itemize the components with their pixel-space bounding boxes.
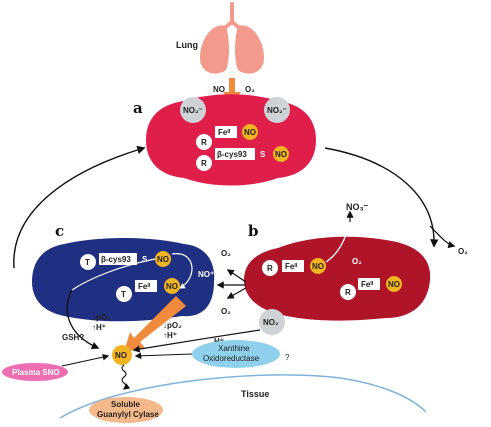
o2-upper-label: O₂ bbox=[221, 249, 231, 258]
nitrite-to-no-arrow bbox=[132, 329, 261, 353]
r-circle-b2 bbox=[340, 284, 356, 300]
lung-icon bbox=[200, 2, 264, 74]
fe-box-c bbox=[135, 280, 157, 292]
no-c2-label: NO bbox=[166, 282, 178, 291]
r-a1-label: R bbox=[201, 138, 207, 147]
po2-left-label: ↓pO₂ bbox=[92, 313, 111, 322]
fe-c-label: Feᴵᴵ bbox=[138, 282, 151, 291]
no-plus-loop-arrow bbox=[171, 253, 193, 289]
no-input-label: NO bbox=[213, 85, 225, 94]
xanthine-ellipse bbox=[192, 340, 280, 368]
no-plus-label: NO⁺ bbox=[198, 270, 214, 279]
gsh-label: GSH? bbox=[62, 333, 84, 342]
panel-c-label: c bbox=[55, 222, 64, 240]
r-b1-label: R bbox=[267, 264, 273, 273]
no-circle-b2 bbox=[386, 276, 402, 292]
cys-c-label: β-cys93 bbox=[101, 255, 131, 264]
fe-b2-label: Feᴵᴵ bbox=[361, 280, 374, 289]
no-c1-label: NO bbox=[157, 255, 169, 264]
nitrite-circle-b bbox=[259, 309, 285, 335]
fe-box-a bbox=[215, 126, 237, 138]
o2-lower-label: O₂ bbox=[221, 307, 231, 316]
xanthine-arrow bbox=[134, 352, 193, 360]
fe-b1-label: Feᴵᴵ bbox=[285, 262, 298, 271]
rbc-cell-a bbox=[146, 94, 316, 186]
h-left-label: ↑H⁺ bbox=[92, 323, 106, 332]
o2-b-label: O₂ bbox=[352, 257, 362, 266]
nitrite-left-label: NO₂⁻ bbox=[183, 106, 203, 115]
tissue-label: Tissue bbox=[241, 389, 269, 399]
no-circle-a2 bbox=[273, 146, 289, 162]
guanylyl-label-1: Soluble bbox=[111, 400, 140, 409]
r-circle-a2 bbox=[196, 155, 212, 171]
t-c2-label: T bbox=[121, 290, 126, 299]
t-circle-c1 bbox=[80, 254, 96, 270]
guanylyl-ellipse bbox=[89, 397, 163, 423]
cycle-arrow-a-to-b bbox=[324, 147, 439, 248]
nitrite-circle-left bbox=[180, 97, 206, 123]
cycle-arrow-c-to-a bbox=[13, 145, 146, 269]
cys-box-a bbox=[215, 148, 255, 160]
rbc-cell-c bbox=[32, 238, 215, 322]
lung-label: Lung bbox=[176, 40, 198, 50]
r-b2-label: R bbox=[345, 288, 351, 297]
s-a-label: S bbox=[260, 150, 266, 159]
panel-b-label: b bbox=[248, 222, 259, 240]
no-to-gc-wavy bbox=[121, 364, 131, 390]
no-a1-label: NO bbox=[244, 128, 256, 137]
orange-no-arrow bbox=[124, 296, 186, 352]
guanylyl-label-2: Guanylyl Cylase bbox=[97, 410, 159, 419]
sno-export-arrow bbox=[66, 289, 100, 350]
panel-a-label: a bbox=[133, 99, 143, 117]
plasma-sno-label: Plasma SNO bbox=[12, 368, 60, 377]
r-circle-b1 bbox=[262, 260, 278, 276]
no-center-circle bbox=[112, 345, 132, 365]
no-b2-label: NO bbox=[388, 280, 400, 289]
nitrite-b-label: NO₂ bbox=[263, 318, 279, 327]
sno-inner-curve bbox=[71, 258, 156, 291]
r-circle-a1 bbox=[196, 134, 212, 150]
plasma-sno-arrow bbox=[61, 353, 110, 367]
po2-right-label: ↓pO₂ bbox=[163, 321, 182, 330]
t-circle-c2 bbox=[116, 286, 132, 302]
nitrate-label: NO₃⁻ bbox=[346, 202, 369, 212]
nitrite-circle-right bbox=[264, 97, 290, 123]
cys-box-c bbox=[99, 253, 137, 265]
no-circle-b1 bbox=[310, 258, 326, 274]
o2-release-label: O₂ bbox=[458, 247, 468, 256]
tissue-boundary bbox=[59, 374, 427, 419]
o2-lower-arrow bbox=[226, 287, 247, 299]
fe-a-label: Feᴵᴵ bbox=[218, 128, 231, 137]
plasma-sno-ellipse bbox=[2, 363, 68, 381]
o2-release-arrow bbox=[429, 225, 456, 249]
no-center-label: NO bbox=[115, 351, 127, 360]
nitrite-right-label: NO₂⁻ bbox=[267, 106, 287, 115]
no-to-nitrate-arrow bbox=[325, 218, 353, 263]
no-a2-label: NO bbox=[275, 150, 287, 159]
fe-box-b2 bbox=[358, 278, 380, 290]
no-b1-label: NO bbox=[312, 262, 324, 271]
o2-upper-arrow bbox=[226, 269, 247, 283]
t-c1-label: T bbox=[85, 258, 90, 267]
r-a2-label: R bbox=[201, 159, 207, 168]
fe-box-b1 bbox=[282, 260, 304, 272]
no-circle-a1 bbox=[242, 124, 258, 140]
s-c-label: S bbox=[142, 255, 148, 264]
o2-input-label: O₂ bbox=[245, 85, 255, 94]
xanthine-question: ? bbox=[285, 353, 290, 362]
rbc-cell-b bbox=[244, 236, 431, 321]
no-circle-c1 bbox=[155, 251, 171, 267]
cys-a-label: β-cys93 bbox=[217, 150, 247, 159]
xanthine-label-2: Oxidoreductase bbox=[203, 354, 260, 363]
h-right-label: ↑H⁺ bbox=[163, 331, 177, 340]
no-circle-c2 bbox=[164, 278, 180, 294]
xanthine-label-1: Xanthine bbox=[218, 344, 250, 353]
